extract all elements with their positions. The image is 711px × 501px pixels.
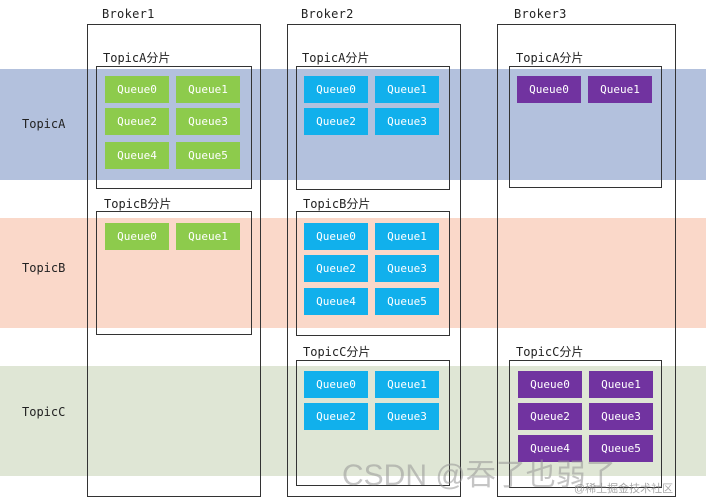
queue-block: Queue0 [105, 76, 169, 103]
shard-box-b1-topicA [96, 66, 252, 189]
queue-block: Queue0 [304, 371, 368, 398]
queue-block: Queue2 [304, 403, 368, 430]
queue-block: Queue2 [105, 108, 169, 135]
queue-block: Queue1 [375, 76, 439, 103]
shard-box-b1-topicB [96, 211, 252, 335]
queue-block: Queue1 [375, 371, 439, 398]
queue-block: Queue0 [518, 371, 582, 398]
queue-block: Queue1 [176, 223, 240, 250]
shard-title: TopicC分片 [303, 345, 371, 359]
queue-block: Queue1 [589, 371, 653, 398]
topic-c-label: TopicC [22, 405, 66, 419]
broker3-label: Broker3 [514, 7, 567, 21]
queue-block: Queue0 [105, 223, 169, 250]
queue-block: Queue0 [517, 76, 581, 103]
juejin-watermark: @稀土掘金技术社区 [574, 483, 674, 495]
topic-a-label: TopicA [22, 117, 66, 131]
broker3-box [497, 24, 676, 497]
queue-block: Queue3 [375, 108, 439, 135]
shard-title: TopicA分片 [302, 51, 370, 65]
topic-b-label: TopicB [22, 261, 66, 275]
shard-title: TopicC分片 [516, 345, 584, 359]
shard-title: TopicA分片 [103, 51, 171, 65]
csdn-watermark: CSDN @吞了也弱了 [342, 459, 616, 492]
queue-block: Queue5 [375, 288, 439, 315]
queue-block: Queue2 [304, 255, 368, 282]
queue-block: Queue0 [304, 76, 368, 103]
broker2-box [287, 24, 461, 497]
shard-box-b2-topicC [296, 360, 450, 486]
broker2-label: Broker2 [301, 7, 354, 21]
shard-box-b2-topicA [296, 66, 450, 190]
queue-block: Queue1 [375, 223, 439, 250]
queue-block: Queue5 [176, 142, 240, 169]
queue-block: Queue3 [176, 108, 240, 135]
queue-block: Queue2 [518, 403, 582, 430]
queue-block: Queue3 [589, 403, 653, 430]
queue-block: Queue0 [304, 223, 368, 250]
shard-title: TopicA分片 [516, 51, 584, 65]
shard-box-b2-topicB [296, 211, 450, 336]
queue-block: Queue3 [375, 403, 439, 430]
broker1-box [87, 24, 261, 497]
broker1-label: Broker1 [102, 7, 155, 21]
queue-block: Queue2 [304, 108, 368, 135]
queue-block: Queue4 [518, 435, 582, 462]
shard-box-b3-topicC [509, 360, 662, 488]
queue-block: Queue1 [176, 76, 240, 103]
queue-block: Queue4 [304, 288, 368, 315]
shard-title: TopicB分片 [104, 197, 172, 211]
queue-block: Queue1 [588, 76, 652, 103]
queue-block: Queue4 [105, 142, 169, 169]
queue-block: Queue5 [589, 435, 653, 462]
shard-title: TopicB分片 [303, 197, 371, 211]
shard-box-b3-topicA [509, 66, 662, 188]
queue-block: Queue3 [375, 255, 439, 282]
